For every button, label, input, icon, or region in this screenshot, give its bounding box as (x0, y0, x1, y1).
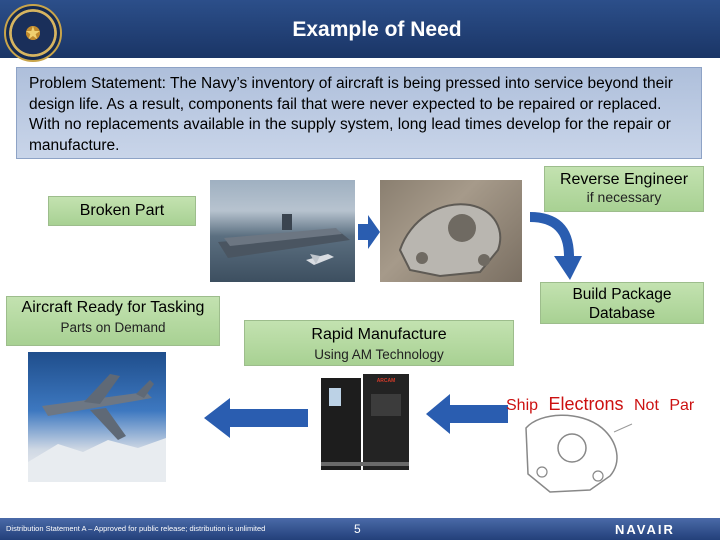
am-machine-illustration (321, 374, 409, 470)
broken-part-photo (380, 180, 522, 282)
navy-seal-icon: ★ (4, 4, 62, 62)
footer-bar: Distribution Statement A – Approved for … (0, 518, 720, 540)
page-number: 5 (354, 522, 361, 536)
build-package-label: Build Package Database (572, 286, 672, 322)
slide-title: Example of Need (292, 18, 462, 41)
left-arrow-icon (204, 398, 308, 438)
aircraft-ready-box: Aircraft Ready for Tasking Parts on Dema… (6, 296, 220, 346)
ship-electrons-word-ship: Ship (506, 397, 539, 414)
fighter-jet-photo (28, 352, 166, 482)
curved-arrow-icon (530, 212, 582, 280)
ship-electrons-word-par: Par (669, 397, 695, 414)
reverse-engineer-sub: if necessary (586, 189, 662, 205)
broken-part-box: Broken Part (48, 196, 196, 226)
broken-part-label: Broken Part (79, 202, 165, 219)
reverse-engineer-box: Reverse Engineer if necessary (544, 166, 704, 212)
am-machine-photo: ARCAM (317, 372, 412, 472)
rapid-manufacture-label: Rapid Manufacture (311, 326, 447, 343)
aircraft-carrier-illustration (218, 214, 350, 265)
aircraft-ready-sub: Parts on Demand (60, 320, 166, 335)
part-drawing-illustration (525, 414, 633, 493)
rapid-manufacture-sub: Using AM Technology (314, 347, 444, 362)
right-arrow-icon (358, 215, 380, 249)
fighter-jet-illustration (28, 374, 166, 482)
navair-logo: NAVAIR (615, 522, 675, 537)
distribution-statement: Distribution Statement A – Approved for … (6, 524, 266, 533)
problem-statement: Problem Statement: The Navy’s inventory … (16, 67, 702, 159)
aircraft-ready-label: Aircraft Ready for Tasking (21, 299, 205, 316)
ship-electrons-word-electrons: Electrons (548, 394, 624, 414)
reverse-engineer-label: Reverse Engineer (559, 171, 689, 188)
rapid-manufacture-box: Rapid Manufacture Using AM Technology (244, 320, 514, 366)
build-package-box: Build Package Database (540, 282, 704, 324)
broken-part-illustration (398, 203, 502, 278)
part-drawing (510, 402, 635, 497)
machine-brand-label: ARCAM (376, 378, 396, 384)
ship-electrons-word-not: Not (633, 397, 659, 414)
header-bar: ★ Example of Need (0, 0, 720, 62)
left-arrow-icon (426, 394, 508, 434)
aircraft-carrier-photo (210, 180, 355, 282)
ship-electrons-text: Ship Electrons Not Par (506, 394, 720, 416)
